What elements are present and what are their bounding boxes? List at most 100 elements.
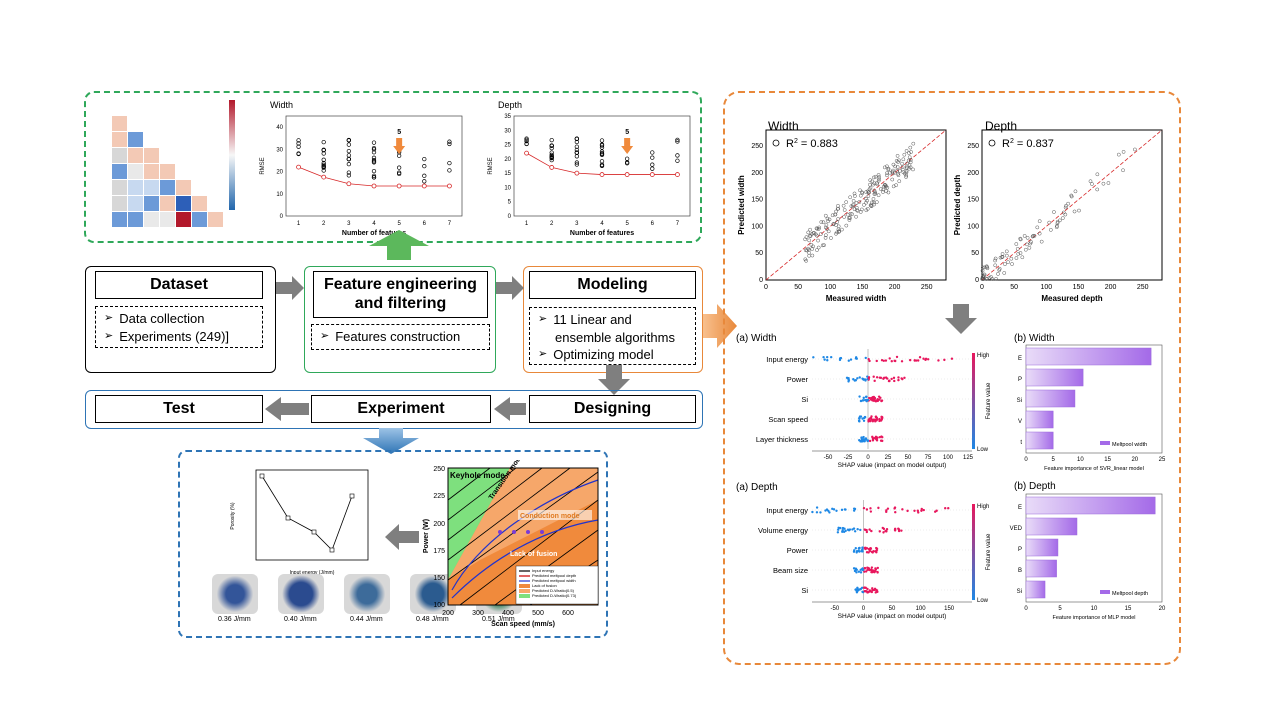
rmse-point: [649, 172, 655, 177]
data-point: [980, 268, 985, 273]
shap-depth-title: (a) Depth: [736, 482, 778, 493]
chart-label: Si: [801, 586, 808, 595]
feature-group: [304, 266, 496, 373]
shap-point: [869, 546, 872, 550]
data-point: [1073, 189, 1078, 194]
colorbar: [972, 504, 975, 600]
data-point: [599, 151, 605, 156]
heatmap-cell: [112, 148, 127, 163]
shap-point: [943, 358, 946, 362]
data-point: [848, 211, 853, 216]
data-point: [842, 215, 847, 219]
svg-text:200: 200: [442, 610, 454, 617]
data-point: [524, 141, 529, 147]
shap-point: [893, 506, 897, 509]
shap-point: [873, 379, 876, 383]
heatmap-cell: [160, 196, 175, 211]
shap-point: [854, 357, 858, 360]
data-point: [1055, 223, 1059, 228]
shap-point: [935, 509, 938, 512]
chart-label: High: [977, 504, 989, 510]
data-point: [599, 163, 605, 168]
data-point: [883, 183, 887, 187]
data-point: [1121, 168, 1125, 173]
shap-point: [865, 530, 869, 534]
data-point: [885, 171, 889, 176]
shap-point: [826, 359, 829, 362]
svg-text:175: 175: [433, 548, 445, 555]
shap-point: [901, 377, 904, 381]
importance-bar: [1025, 538, 1059, 557]
svg-text:Input energy: Input energy: [532, 568, 554, 573]
data-point: [1066, 201, 1070, 206]
chart-label: Low: [977, 598, 989, 604]
data-point: [993, 256, 998, 261]
chart-label: 10: [1091, 606, 1098, 612]
data-point: [868, 178, 873, 183]
data-point: [895, 168, 900, 173]
chart-label: 0: [1024, 606, 1028, 612]
data-point: [804, 258, 808, 263]
shap-point: [831, 507, 834, 511]
shap-point: [847, 529, 851, 532]
chart-label: 0: [759, 277, 763, 284]
data-point: [1014, 242, 1019, 246]
svg-text:600: 600: [562, 610, 574, 617]
data-point: [842, 208, 847, 212]
down-arrow-icon: [945, 304, 977, 334]
shap-point: [849, 358, 853, 361]
shap-point: [825, 355, 829, 359]
svg-text:Predicted meltpool width: Predicted meltpool width: [532, 578, 576, 583]
chart-label: 250: [1137, 284, 1149, 291]
data-point: [1000, 254, 1005, 259]
importance-bar: [1025, 368, 1084, 387]
chart-label: 0: [980, 284, 984, 291]
shap-point: [857, 546, 861, 550]
down-arrow-icon: [598, 365, 630, 395]
chart-label: P: [1018, 377, 1022, 383]
dataset-items: ➢Data collection ➢Experiments (249)]: [95, 306, 263, 348]
data-point: [1002, 271, 1007, 275]
data-point: [806, 246, 810, 251]
data-point: [1003, 262, 1007, 267]
data-point: [1014, 256, 1019, 260]
chart-label: Predicted depth: [953, 175, 962, 236]
data-point: [807, 238, 812, 243]
rmse-point: [396, 183, 402, 189]
down-arrow-icon: [363, 428, 419, 454]
shap-point: [852, 378, 855, 381]
svg-text:Keyhole mode: Keyhole mode: [450, 471, 505, 480]
chart-label: SHAP value (impact on model output): [838, 613, 947, 620]
shap-point: [819, 511, 822, 514]
rmse-point: [346, 181, 352, 187]
data-point: [896, 173, 901, 178]
shap-point: [853, 549, 856, 552]
data-point: [1039, 239, 1044, 244]
heatmap-cell: [128, 180, 143, 195]
data-point: [599, 143, 605, 148]
shap-point: [890, 377, 893, 381]
chart-label: 5: [1052, 457, 1056, 463]
shap-point: [884, 359, 888, 362]
shap-point: [855, 549, 859, 553]
shap-point: [869, 419, 872, 423]
legend-marker: [772, 139, 780, 147]
dataset-group: [85, 266, 276, 373]
data-point: [447, 139, 452, 144]
data-point: [371, 159, 377, 164]
svg-text:Lack of fusion: Lack of fusion: [510, 551, 557, 558]
shap-point: [851, 528, 854, 531]
shap-point: [917, 359, 920, 362]
data-point: [650, 155, 655, 160]
heatmap-cell: [176, 196, 191, 211]
data-point: [599, 159, 605, 164]
chart-label: Meltpool depth: [1112, 591, 1148, 597]
data-point: [321, 157, 326, 162]
data-point: [321, 139, 326, 145]
data-point: [1095, 172, 1100, 177]
chart-label: 15: [1125, 606, 1132, 612]
data-point: [890, 170, 895, 174]
shap-point: [878, 530, 881, 533]
data-point: [346, 161, 352, 167]
